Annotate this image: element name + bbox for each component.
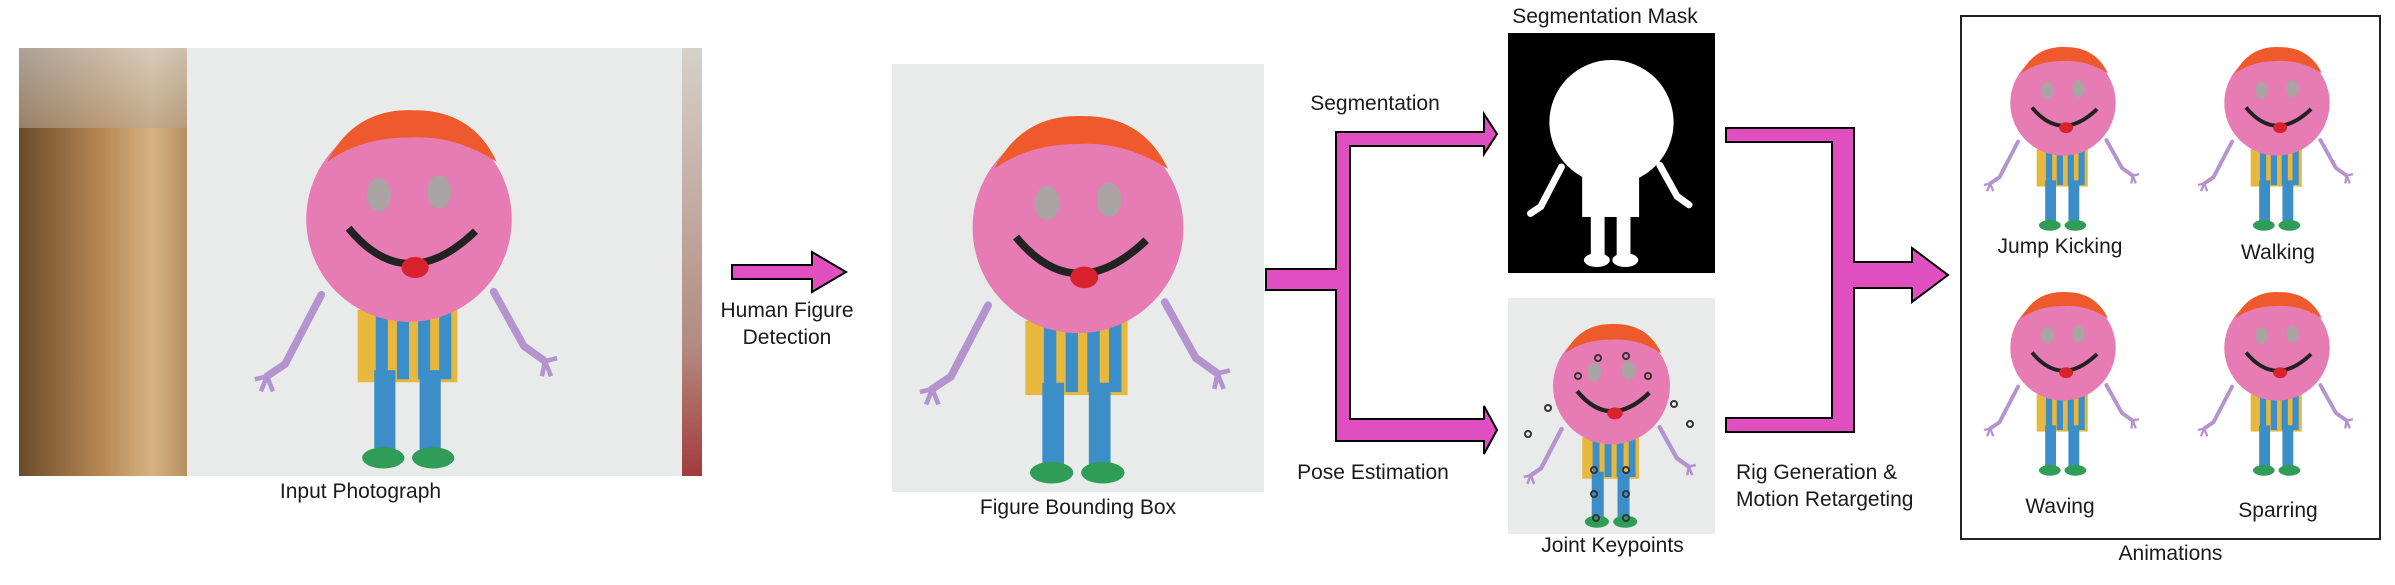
animation-label-waving: Waving: [2025, 495, 2095, 518]
joint-keypoints-image: [1508, 298, 1715, 534]
right-background: [682, 48, 702, 476]
input-photograph: [19, 48, 702, 476]
rig-generation-label: Rig Generation & Motion Retargeting: [1736, 461, 1914, 511]
animation-label-walking: Walking: [2241, 241, 2315, 264]
input-photograph-label: Input Photograph: [279, 480, 442, 503]
animation-label-sparring: Sparring: [2238, 499, 2318, 522]
mask-silhouette: [1508, 37, 1715, 271]
animation-label-jump-kicking: Jump Kicking: [1997, 235, 2123, 258]
background-wall: [19, 48, 209, 128]
detection-label: Human Figure Detection: [720, 299, 854, 349]
pose-estimation-label: Pose Estimation: [1297, 461, 1449, 484]
figure-bounding-box-image: [892, 64, 1264, 492]
detection-arrow: [731, 250, 848, 294]
merge-arrow: [1725, 127, 1950, 433]
keypoint-drawing: [1508, 300, 1715, 532]
segmentation-label: Segmentation: [1310, 92, 1440, 115]
joint-keypoints-label: Joint Keypoints: [1541, 534, 1684, 557]
animations-panel: Jump Kicking Walking Waving Sparring: [1960, 15, 2381, 540]
branch-arrows: [1265, 110, 1499, 455]
sparring-frame: [2184, 265, 2370, 485]
cropped-drawing: [892, 72, 1264, 492]
walking-frame: [2184, 25, 2370, 235]
animations-title: Animations: [2118, 542, 2223, 565]
segmentation-mask-title: Segmentation Mask: [1512, 5, 1698, 28]
child-drawing: [209, 68, 609, 476]
waving-frame: [1970, 265, 2156, 485]
jump-kicking-frame: [1970, 25, 2156, 235]
segmentation-mask-image: [1508, 33, 1715, 273]
bounding-box-label: Figure Bounding Box: [979, 496, 1177, 519]
